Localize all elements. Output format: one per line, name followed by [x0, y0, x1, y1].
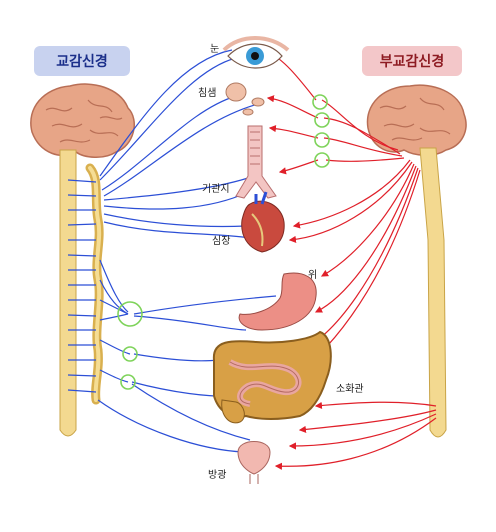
eye-label: 눈 [210, 44, 220, 55]
bladder-organ [237, 441, 271, 484]
small-intestine-label: 소화관 [336, 384, 364, 395]
stomach-organ [238, 272, 317, 331]
salivary-gland-organ [225, 82, 265, 116]
inferior-mesenteric-ganglion [120, 374, 136, 390]
parasympathetic-title-box: 부교감신경 [362, 46, 462, 76]
sympathetic-title-box: 교감신경 [34, 46, 130, 76]
salivary-gland-label: 침샘 [198, 88, 217, 99]
bronchi-label: 기관지 [202, 184, 230, 195]
left-spinal-cord [59, 149, 104, 437]
right-spinal-cord [419, 147, 447, 438]
eye-organ [222, 36, 290, 69]
parasympathetic-title: 부교감신경 [379, 54, 445, 70]
heart-label: 심장 [212, 236, 231, 247]
bladder-label: 방광 [208, 470, 227, 481]
parasympathetic-ganglia [312, 94, 330, 168]
ciliary-ganglion [312, 94, 328, 110]
celiac-ganglion [117, 301, 143, 327]
pterygopalatine-ganglion [314, 112, 330, 128]
otic-ganglion [314, 152, 330, 168]
superior-mesenteric-ganglion [122, 346, 138, 362]
submandibular-ganglion [314, 132, 330, 148]
sympathetic-title: 교감신경 [56, 54, 108, 70]
sympathetic-nerves [67, 49, 277, 453]
intestine-organ [212, 330, 332, 424]
sympathetic-ganglia [117, 301, 143, 390]
right-brain [366, 84, 467, 156]
left-brain [30, 83, 135, 158]
heart-organ [241, 191, 285, 253]
bronchi-organ [235, 125, 277, 199]
stomach-label: 위 [308, 270, 318, 281]
